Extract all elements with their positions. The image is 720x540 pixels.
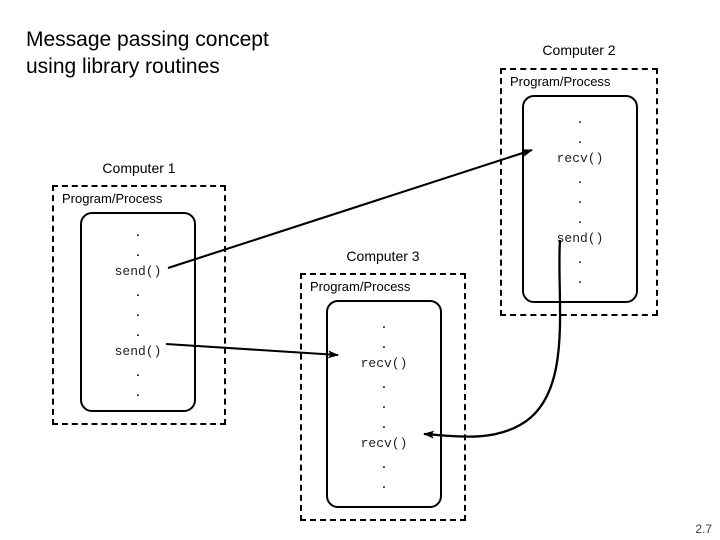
code-line-recv: recv()	[556, 151, 604, 166]
code-line-send: send()	[114, 344, 162, 359]
computer-1-boundary: Program/Process . . send() . . . send() …	[52, 185, 226, 425]
code-line: .	[135, 383, 141, 400]
computer-2-caption: Computer 2	[542, 42, 616, 58]
computer-2-code-block: . . recv() . . . send() . .	[524, 97, 636, 301]
code-line: .	[381, 475, 387, 492]
computer-group-1: Computer 1 Program/Process . . send() . …	[52, 160, 226, 428]
code-line: .	[577, 190, 583, 207]
computer-1-process-label: Program/Process	[62, 191, 163, 206]
computer-3-boundary: Program/Process . . recv() . . . recv() …	[300, 273, 466, 521]
computer-3-caption: Computer 3	[346, 248, 420, 264]
computer-1-code-block: . . send() . . . send() . .	[82, 214, 194, 410]
computer-3-process-label: Program/Process	[310, 279, 411, 294]
computer-3-process-box: . . recv() . . . recv() . .	[326, 300, 442, 508]
computer-3-code-block: . . recv() . . . recv() . .	[328, 302, 440, 506]
page-number: 2.7	[695, 522, 712, 536]
code-line: .	[381, 335, 387, 352]
code-line: .	[135, 323, 141, 340]
code-line: .	[577, 210, 583, 227]
computer-1-process-box: . . send() . . . send() . .	[80, 212, 196, 412]
computer-1-caption: Computer 1	[102, 160, 176, 176]
code-line: .	[381, 395, 387, 412]
computer-group-2: Computer 2 Program/Process . . recv() . …	[500, 42, 658, 316]
computer-2-boundary: Program/Process . . recv() . . . send() …	[500, 68, 658, 316]
computer-2-process-label: Program/Process	[510, 74, 611, 89]
code-line: .	[135, 243, 141, 260]
code-line-recv: recv()	[360, 356, 408, 371]
code-line-send: send()	[556, 231, 604, 246]
code-line: .	[135, 363, 141, 380]
computer-2-process-box: . . recv() . . . send() . .	[522, 95, 638, 303]
code-line: .	[135, 223, 141, 240]
code-line: .	[381, 315, 387, 332]
computer-group-3: Computer 3 Program/Process . . recv() . …	[300, 248, 466, 522]
code-line: .	[577, 110, 583, 127]
code-line-send: send()	[114, 264, 162, 279]
code-line: .	[577, 170, 583, 187]
page-title: Message passing concept using library ro…	[26, 28, 269, 78]
code-line: .	[577, 130, 583, 147]
code-line: .	[381, 455, 387, 472]
code-line-recv: recv()	[360, 436, 408, 451]
code-line: .	[577, 250, 583, 267]
code-line: .	[135, 303, 141, 320]
code-line: .	[381, 415, 387, 432]
code-line: .	[135, 283, 141, 300]
code-line: .	[577, 270, 583, 287]
code-line: .	[381, 375, 387, 392]
